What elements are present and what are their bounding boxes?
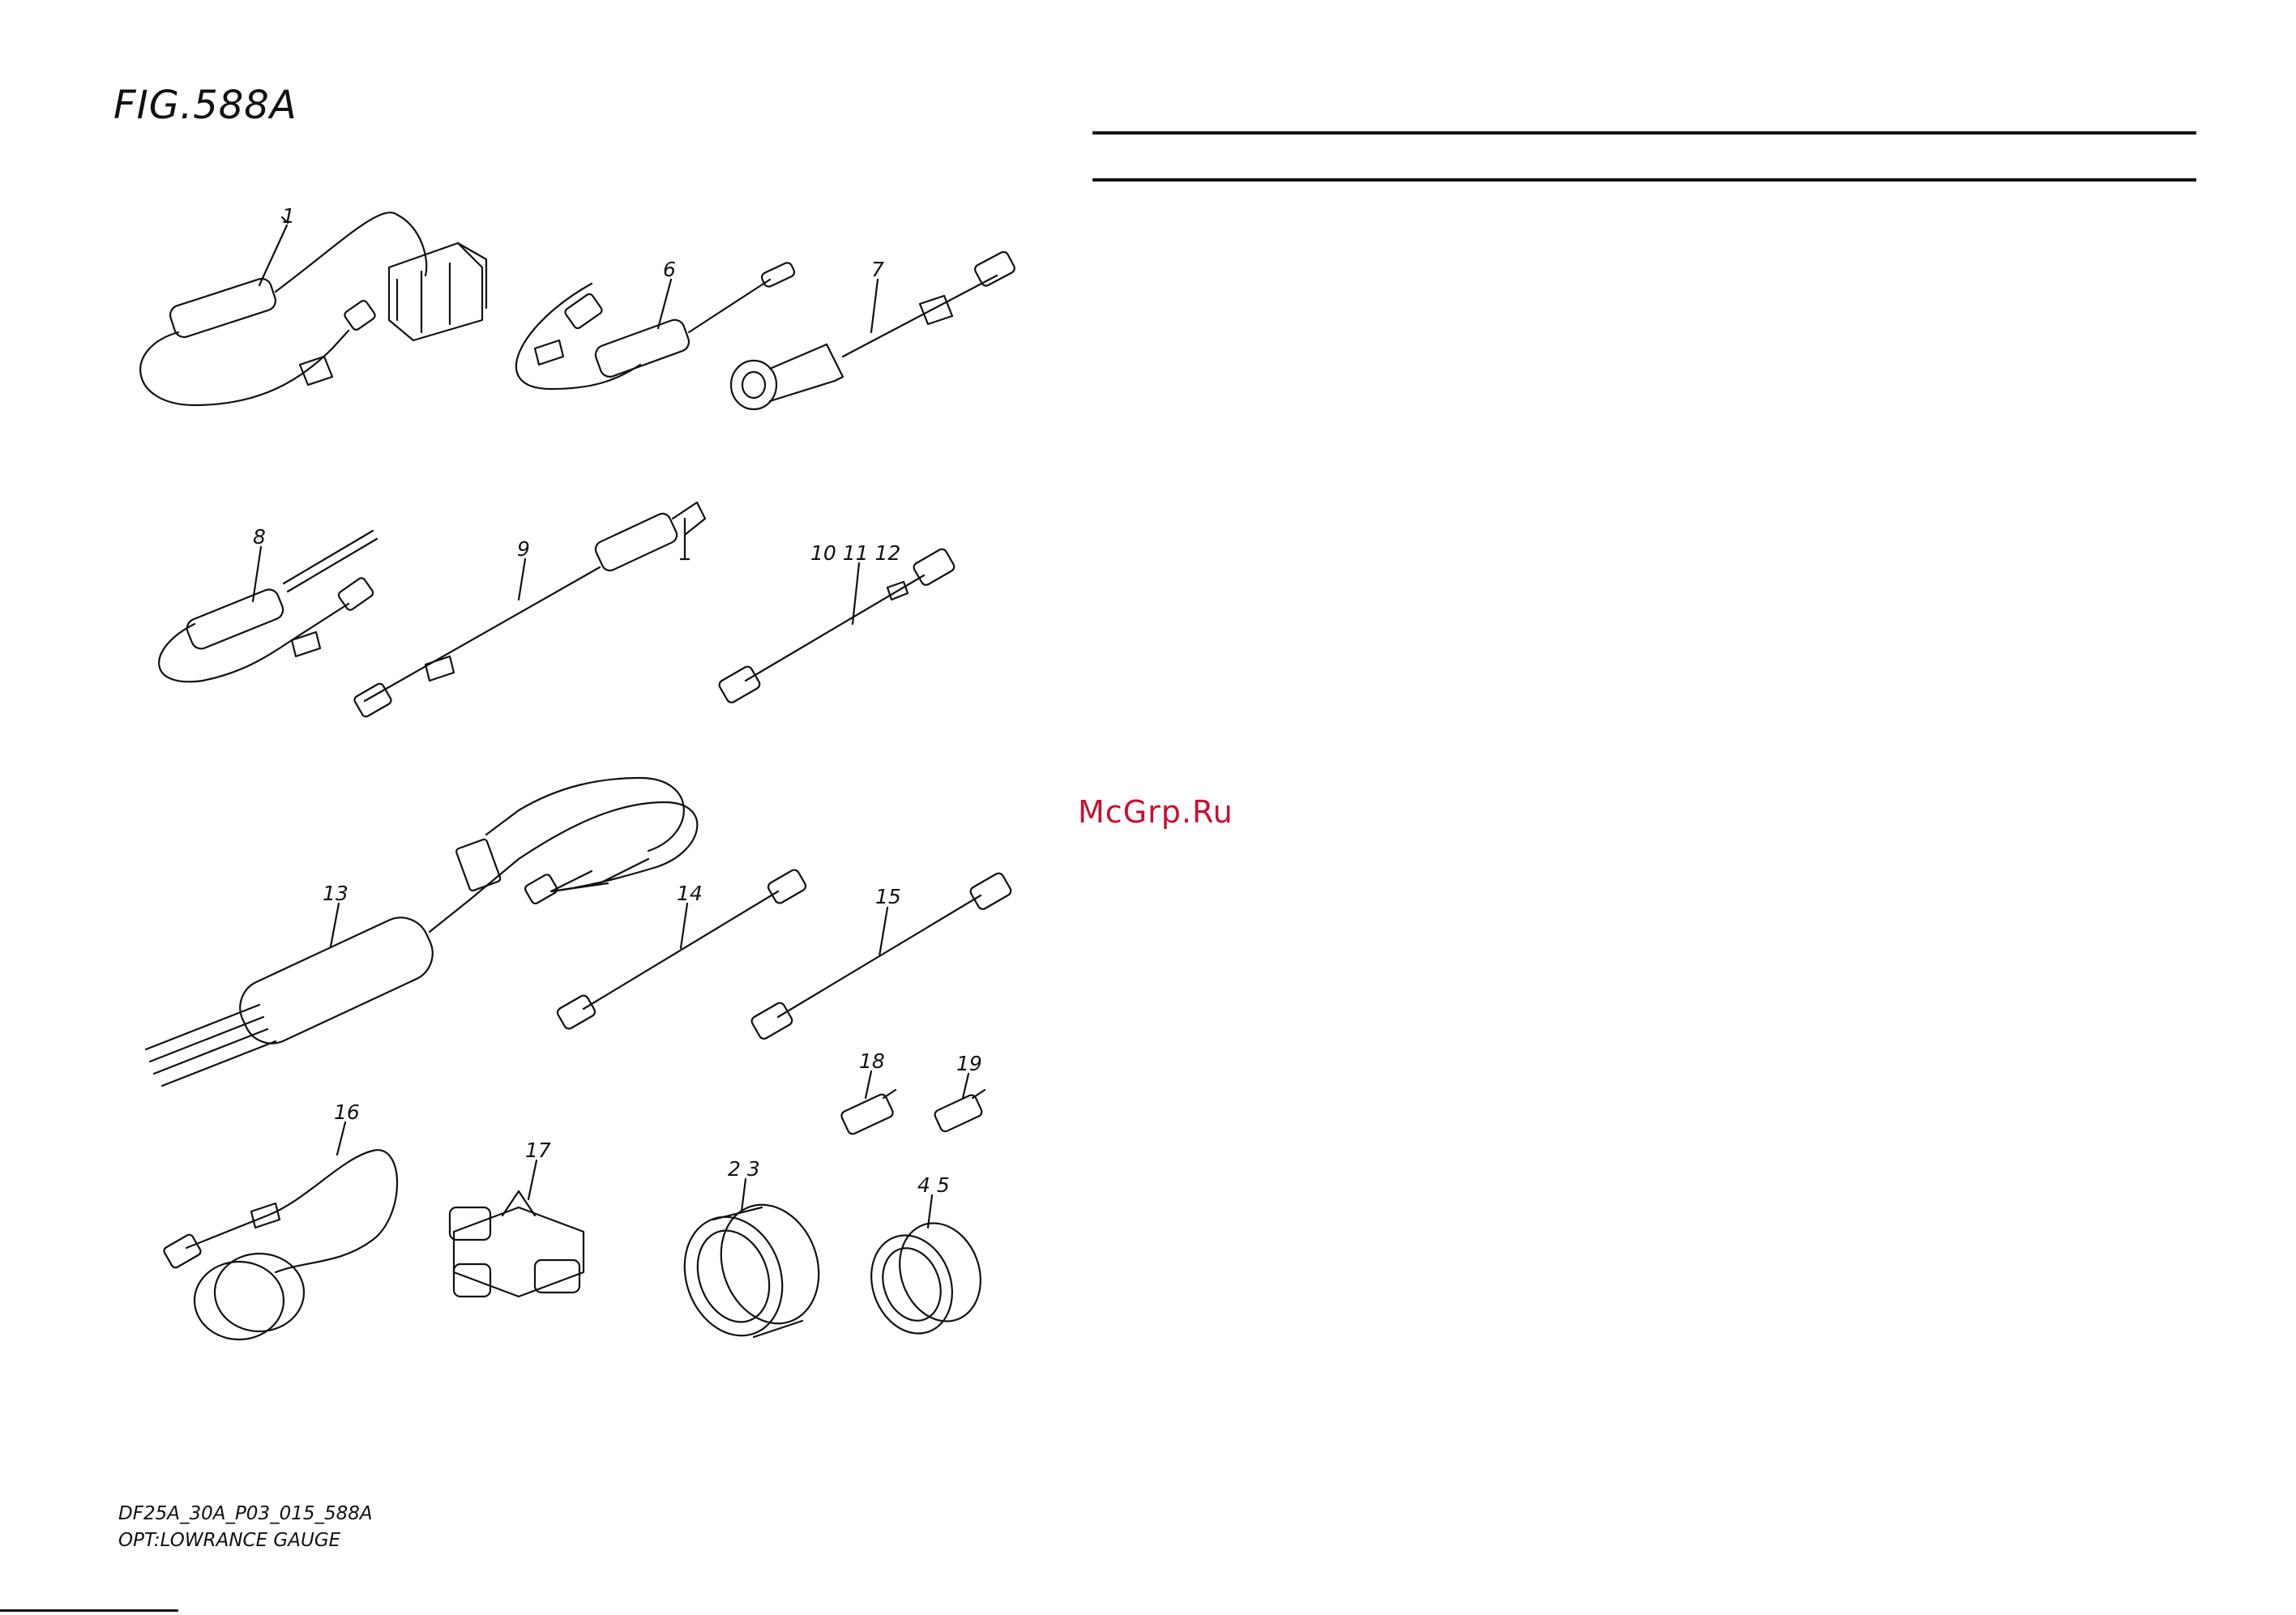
callout-13: 13 <box>323 882 348 905</box>
part-1-transducer-cable <box>140 212 486 405</box>
callout-4-5: 4 5 <box>917 1173 950 1197</box>
part-13-main-harness <box>146 778 697 1086</box>
callout-16: 16 <box>334 1100 360 1124</box>
callout-8: 8 <box>253 525 266 549</box>
callout-18: 18 <box>859 1049 885 1073</box>
leader-9 <box>519 559 525 600</box>
part-6-cable <box>516 261 796 389</box>
part-18-terminator <box>840 1090 896 1135</box>
leader-1 <box>259 225 287 285</box>
leader-13 <box>331 904 339 946</box>
callout-9: 9 <box>517 537 530 561</box>
part-19-terminator <box>934 1090 985 1133</box>
leader-14 <box>681 904 687 948</box>
leader-19 <box>963 1074 968 1098</box>
callout-14: 14 <box>677 882 703 905</box>
part-9-fuel-sensor <box>353 502 705 718</box>
caption-description: OPT:LOWRANCE GAUGE <box>118 1527 373 1554</box>
caption-code: DF25A_30A_P03_015_588A <box>118 1501 373 1527</box>
leader-18 <box>866 1071 871 1098</box>
callout-6: 6 <box>663 258 676 281</box>
bottom-rule <box>0 1609 178 1612</box>
leader-2-3 <box>742 1179 746 1211</box>
callout-7: 7 <box>871 258 884 281</box>
part-10-11-12-extension-cable <box>717 548 956 704</box>
callout-1: 1 <box>282 204 295 228</box>
part-2-3-gauge-ring <box>669 1191 835 1350</box>
leader-16 <box>337 1122 345 1155</box>
figure-caption: DF25A_30A_P03_015_588A OPT:LOWRANCE GAUG… <box>118 1501 373 1554</box>
part-16-paddle-sensor <box>163 1150 397 1339</box>
callout-10-11-12: 10 11 12 <box>810 541 900 565</box>
part-17-t-connector <box>450 1191 584 1297</box>
callout-19: 19 <box>956 1052 982 1075</box>
leader-7 <box>871 280 878 332</box>
leader-17 <box>528 1160 537 1199</box>
leader-15 <box>879 908 887 956</box>
part-8-sensor-cable <box>159 531 377 681</box>
watermark: McGrp.Ru <box>1078 794 1234 830</box>
callout-15: 15 <box>875 885 901 908</box>
callout-2-3: 2 3 <box>728 1157 760 1181</box>
callout-17: 17 <box>525 1139 551 1162</box>
part-4-5-gauge-ring <box>858 1211 994 1344</box>
